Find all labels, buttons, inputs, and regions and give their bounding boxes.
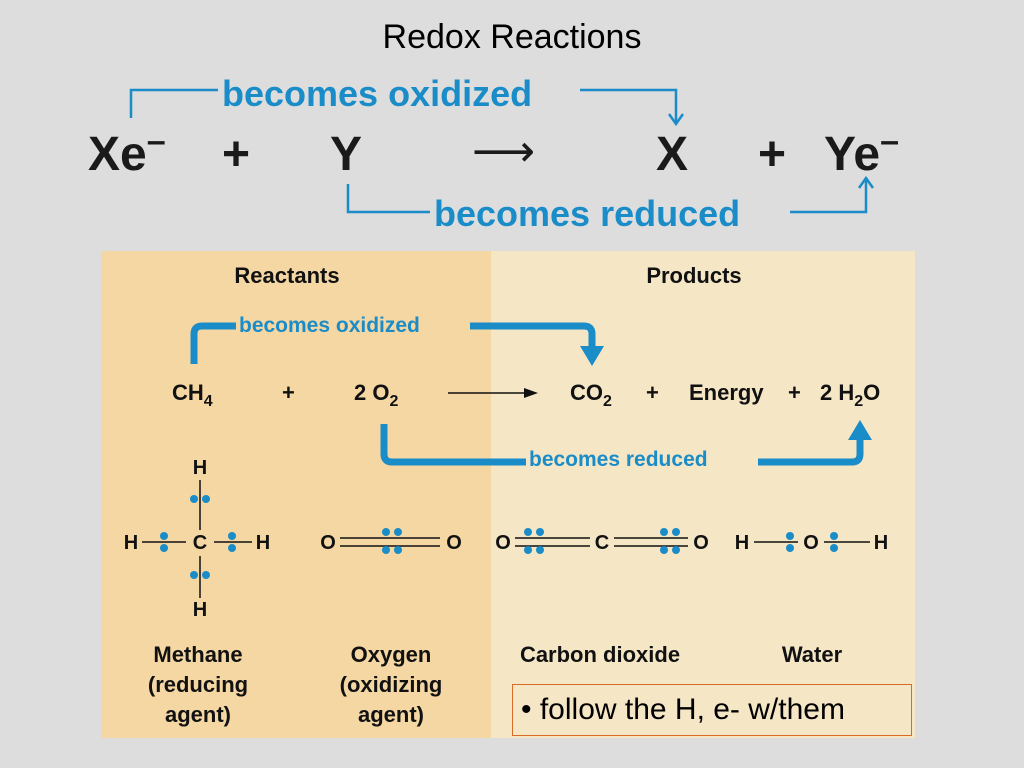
- eq-o2: 2 O2: [354, 380, 398, 410]
- methane-label-2: (reducing: [148, 672, 248, 697]
- panel-oxidized-label: becomes oxidized: [239, 314, 420, 337]
- electron-dot: [394, 528, 402, 536]
- electron-dot: [672, 528, 680, 536]
- electron-dot: [672, 546, 680, 554]
- methane-atom-h-left: H: [124, 532, 138, 554]
- oxygen-label-3: agent): [358, 702, 424, 727]
- electron-dot: [190, 571, 198, 579]
- carbon-dioxide-label: Carbon dioxide: [520, 642, 680, 667]
- electron-dot: [382, 546, 390, 554]
- electron-dot: [830, 532, 838, 540]
- electron-dot: [660, 546, 668, 554]
- oxygen-structure: O O: [320, 528, 462, 554]
- eq-plus-2: +: [646, 380, 659, 405]
- top-ye: Ye–: [824, 122, 899, 181]
- methane-atom-h-right: H: [256, 532, 270, 554]
- water-atom-o: O: [803, 532, 819, 554]
- oxygen-label-1: Oxygen: [351, 642, 432, 667]
- electron-dot: [228, 544, 236, 552]
- reduced-bracket-right: [790, 180, 868, 214]
- top-reduced-label: becomes reduced: [434, 193, 740, 234]
- electron-dot: [524, 528, 532, 536]
- oxygen-atom-o-right: O: [446, 532, 462, 554]
- water-label: Water: [782, 642, 843, 667]
- top-xe: Xe–: [88, 122, 166, 181]
- slide-title: Redox Reactions: [382, 18, 642, 56]
- reactants-section: [101, 251, 491, 738]
- methane-structure: H H C H H: [124, 457, 270, 621]
- electron-dot: [228, 532, 236, 540]
- eq-ch4: CH4: [172, 380, 213, 410]
- electron-dot: [660, 528, 668, 536]
- top-equation: becomes oxidized Xe– + Y ⟶ X + Ye– becom…: [88, 73, 899, 234]
- electron-dot: [524, 546, 532, 554]
- top-plus-1: +: [222, 128, 250, 181]
- oxidized-bracket-left: [129, 88, 218, 118]
- oxidized-bracket-right: [580, 88, 678, 122]
- methane-atom-h-top: H: [193, 457, 207, 479]
- oxygen-label-2: (oxidizing: [340, 672, 443, 697]
- electron-dot: [202, 495, 210, 503]
- products-section: [491, 251, 915, 738]
- methane-atom-c: C: [193, 532, 207, 554]
- electron-dot: [536, 528, 544, 536]
- eq-plus-3: +: [788, 380, 801, 405]
- top-x: X: [656, 128, 688, 181]
- eq-plus-1: +: [282, 380, 295, 405]
- water-structure: H O H: [735, 532, 888, 554]
- electron-dot: [202, 571, 210, 579]
- eq-energy: Energy: [689, 380, 764, 405]
- note-box: • follow the H, e- w/them: [512, 684, 912, 736]
- electron-dot: [382, 528, 390, 536]
- reduced-arrowhead-icon: [857, 175, 875, 189]
- co2-atom-o-left: O: [495, 532, 511, 554]
- water-atom-h-left: H: [735, 532, 749, 554]
- panel-reduced-label: becomes reduced: [529, 448, 708, 471]
- reaction-panel: Reactants Products becomes oxidized CH4 …: [101, 251, 915, 738]
- panel-reduced-line-right: [758, 438, 864, 466]
- products-header: Products: [646, 263, 741, 288]
- panel-oxidized-line-right: [470, 322, 596, 348]
- oxidized-arrowhead-icon: [667, 113, 685, 127]
- water-atom-h-right: H: [874, 532, 888, 554]
- electron-dot: [160, 544, 168, 552]
- top-plus-2: +: [758, 128, 786, 181]
- panel-oxidized-line-left: [190, 322, 236, 364]
- electron-dot: [190, 495, 198, 503]
- top-y: Y: [330, 128, 362, 181]
- eq-co2: CO2: [570, 380, 612, 410]
- methane-atom-h-bottom: H: [193, 599, 207, 621]
- reactants-header: Reactants: [234, 263, 339, 288]
- panel-oxidized-arrowhead-icon: [580, 346, 604, 366]
- eq-h2o: 2 H2O: [820, 380, 880, 410]
- electron-dot: [786, 532, 794, 540]
- methane-label-1: Methane: [153, 642, 242, 667]
- electron-dot: [536, 546, 544, 554]
- electron-dot: [394, 546, 402, 554]
- oxygen-atom-o-left: O: [320, 532, 336, 554]
- panel-reduced-line-left: [380, 424, 526, 466]
- co2-structure: O C O: [495, 528, 709, 554]
- panel-reduced-arrowhead-icon: [848, 420, 872, 440]
- reduced-bracket-left: [346, 184, 430, 214]
- co2-atom-c: C: [595, 532, 609, 554]
- electron-dot: [830, 544, 838, 552]
- electron-dot: [786, 544, 794, 552]
- eq-reaction-arrowhead-icon: [524, 388, 538, 398]
- co2-atom-o-right: O: [693, 532, 709, 554]
- top-reaction-arrow: ⟶: [472, 126, 535, 177]
- methane-label-3: agent): [165, 702, 231, 727]
- electron-dot: [160, 532, 168, 540]
- top-oxidized-label: becomes oxidized: [222, 73, 532, 114]
